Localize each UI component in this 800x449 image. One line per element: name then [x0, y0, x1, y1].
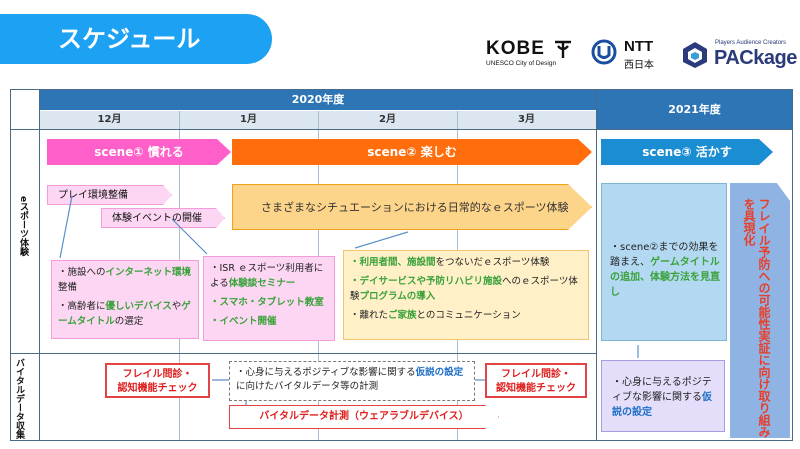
infra-item2-pre: ・高齢者に: [58, 301, 106, 312]
ntt-mark-icon: [591, 39, 617, 65]
seminar-item1-hl: 体験談セミナー: [228, 278, 296, 289]
seminar-item1-pre: ・ISR ｅスポーツ利用者による: [210, 263, 324, 289]
kobe-logo-text: KOBE: [486, 38, 545, 59]
connect-item3-pre: ・離れた: [350, 310, 389, 321]
year-2020-header: 2020年度: [40, 90, 596, 110]
page-title: スケジュール: [0, 14, 272, 64]
goal-arrow-label: フレイル予防への可能性実証に向け取り組みを具現化: [742, 198, 771, 438]
connect-item2-hl2: プログラムの導入: [359, 291, 436, 302]
infra-item1-post: 整備: [58, 282, 78, 293]
infra-item2-mid: や: [171, 301, 182, 312]
month-dec: 12月: [97, 114, 122, 125]
infra-item2-hl1: 優しいデバイス: [105, 301, 172, 312]
event-tag: 体験イベントの開催: [101, 208, 225, 228]
seminar-item2: ・スマホ・タブレット教室: [210, 297, 324, 308]
kobe-mark-icon: [555, 40, 571, 58]
review-box: ・scene②までの効果を踏まえ、ゲームタイトルの追加、体験方法を見直し: [601, 183, 727, 341]
header-divider: [10, 129, 793, 130]
vital-measure-box: ・心身に与えるポジティブな影響に関する仮説の設定に向けたバイタルデータ等の計測: [229, 361, 475, 401]
vital-measure-post: に向けたバイタルデータ等の計測: [236, 381, 379, 392]
infra-box: ・施設へのインターネット環境整備 ・高齢者に優しいデバイスやゲームタイトルの選定: [51, 260, 199, 339]
infra-item2-hl2: ゲームタイトル: [58, 301, 191, 327]
schedule-table: [10, 89, 793, 441]
daily-esports-arrow: さまざまなシチュエーションにおける日常的なｅスポーツ体験: [232, 184, 592, 230]
row-divider: [10, 353, 596, 354]
packge-mark-icon: [683, 42, 707, 68]
scene1-arrow: scene① 慣れる: [47, 139, 231, 165]
packge-tagline: Players Audience Creators: [715, 40, 787, 46]
wearable-measure-arrow: バイタルデータ計測（ウェアラブルデバイス）: [229, 405, 499, 429]
year-divider: [596, 90, 597, 440]
scene3-arrow: scene③ 活かす: [601, 139, 773, 165]
connect-item2-mid: へのｅスポーツ体験: [350, 276, 578, 302]
month-feb: 2月: [379, 114, 396, 125]
hypothesis-pre: ・心身に与えるポジティブな影響に関する: [612, 377, 712, 403]
connect-item3-hl: ご家族: [388, 310, 417, 321]
connect-item2-hl1: ・デイサービスや予防リハビリ施設: [350, 276, 503, 287]
play-env-tag: プレイ環境整備: [47, 185, 172, 205]
connect-item3-post: とのコミュニケーション: [416, 310, 521, 321]
vital-measure-pre: ・心身に与えるポジティブな影響に関する: [236, 367, 416, 378]
connect-item1-hl: ・利用者間、施設間: [350, 257, 436, 268]
frail-check-left-label: フレイル問診・ 認知機能チェック: [117, 369, 198, 394]
infra-item2-post: の選定: [114, 316, 144, 327]
frail-check-right-label: フレイル問診・ 認知機能チェック: [496, 369, 576, 394]
hypothesis-box: ・心身に与えるポジティブな影響に関する仮説の設定: [601, 360, 725, 432]
connect-box: ・利用者間、施設間をつないだｅスポーツ体験 ・デイサービスや予防リハビリ施設への…: [343, 250, 589, 340]
ntt-logo-sub: 西日本: [624, 60, 654, 71]
seminar-item3: ・イベント開催: [210, 316, 277, 327]
scene2-arrow: scene② 楽しむ: [232, 139, 592, 165]
vital-measure-hl: 仮説の設定: [415, 367, 464, 378]
infra-item1-pre: ・施設への: [58, 267, 106, 278]
infra-item1-hl: インターネット環境: [105, 267, 192, 278]
packge-logo-text: PACkage: [714, 47, 797, 69]
month-mar: 3月: [518, 114, 535, 125]
year-2021-header: 2021年度: [597, 90, 792, 130]
col-divider: [39, 90, 40, 440]
frail-check-left: フレイル問診・ 認知機能チェック: [105, 363, 210, 398]
frail-check-right: フレイル問診・ 認知機能チェック: [485, 363, 587, 398]
kobe-logo-sub: UNESCO City of Design: [486, 60, 557, 67]
review-pre: ・scene②までの効果を踏まえ、: [610, 242, 719, 268]
seminar-box: ・ISR ｅスポーツ利用者による体験談セミナー ・スマホ・タブレット教室 ・イベ…: [203, 256, 335, 341]
goal-arrow: [730, 183, 790, 438]
row-label-vital: バイタルデータ収集: [14, 358, 24, 439]
ntt-logo-text: NTT: [624, 38, 654, 55]
connect-item1-post: をつないだｅスポーツ体験: [435, 257, 550, 268]
row-label-esports: eスポーツ体験: [18, 196, 28, 257]
month-jan: 1月: [240, 114, 257, 125]
hypothesis-hl: 仮説の設定: [612, 392, 712, 418]
review-hl: ゲームタイトルの追加、体験方法を見直し: [610, 257, 720, 298]
